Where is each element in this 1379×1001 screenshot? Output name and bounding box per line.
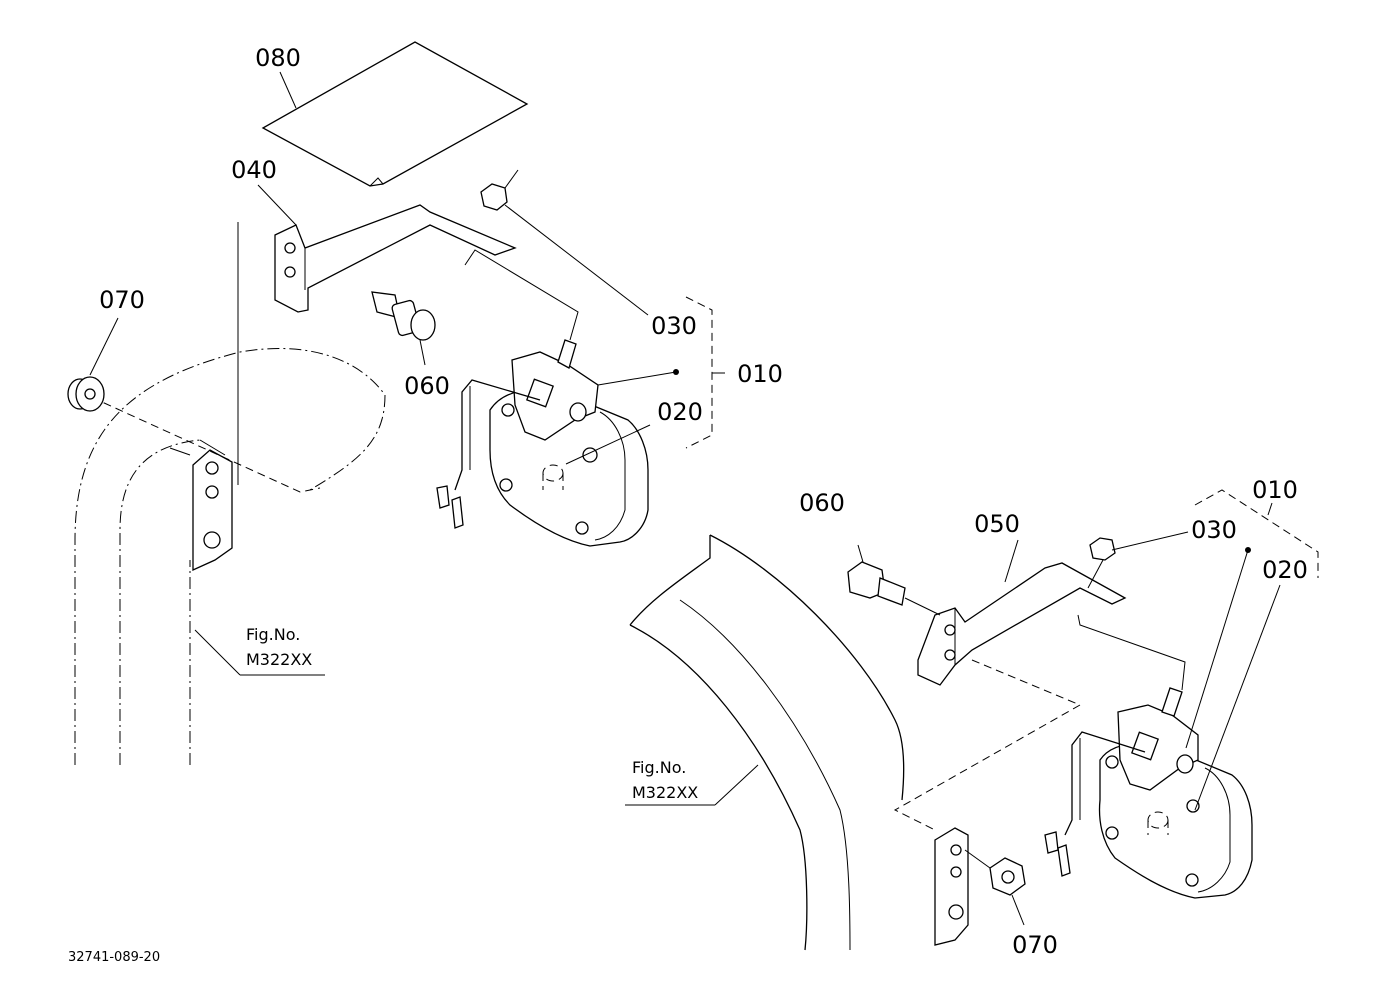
callout-030-right: 030	[1191, 516, 1237, 544]
rops-post-left	[192, 222, 239, 572]
left-assembly	[67, 41, 725, 765]
callout-010-left: 010	[737, 360, 783, 388]
work-lamp-010-right	[1044, 687, 1253, 899]
callout-030-left: 030	[651, 312, 697, 340]
fender-right	[629, 534, 905, 951]
callout-040: 040	[231, 156, 277, 184]
right-assembly	[625, 489, 1319, 951]
fig-ref-right-label: Fig.No.	[632, 758, 686, 777]
fig-ref-left-number: M322XX	[246, 650, 312, 669]
callout-labels: 080 040 070 030 010 060 020 010 060 050 …	[68, 44, 1308, 965]
rops-post-right	[934, 827, 969, 946]
bracket-040	[274, 204, 517, 313]
callout-060-right: 060	[799, 489, 845, 517]
grommet-070-left	[67, 376, 105, 412]
diagram-code: 32741-089-20	[68, 950, 160, 965]
callout-020-right: 020	[1262, 556, 1308, 584]
work-lamp-010-left	[436, 339, 649, 547]
callout-070-right: 070	[1012, 931, 1058, 959]
nut-070-right	[989, 857, 1026, 896]
bracket-050	[917, 562, 1127, 686]
fig-ref-right-number: M322XX	[632, 783, 698, 802]
bolt-060-left	[371, 291, 436, 341]
callout-020-left: 020	[657, 398, 703, 426]
nut-030-right	[1089, 537, 1116, 561]
callout-010-right: 010	[1252, 476, 1298, 504]
bolt-060-right	[847, 561, 906, 606]
nut-030-left	[480, 169, 519, 211]
callout-050: 050	[974, 510, 1020, 538]
decal-sheet-080	[261, 41, 529, 187]
fender-left-outline	[74, 348, 386, 765]
callout-080: 080	[255, 44, 301, 72]
callout-060-left: 060	[404, 372, 450, 400]
fig-ref-left-label: Fig.No.	[246, 625, 300, 644]
callout-070-left: 070	[99, 286, 145, 314]
